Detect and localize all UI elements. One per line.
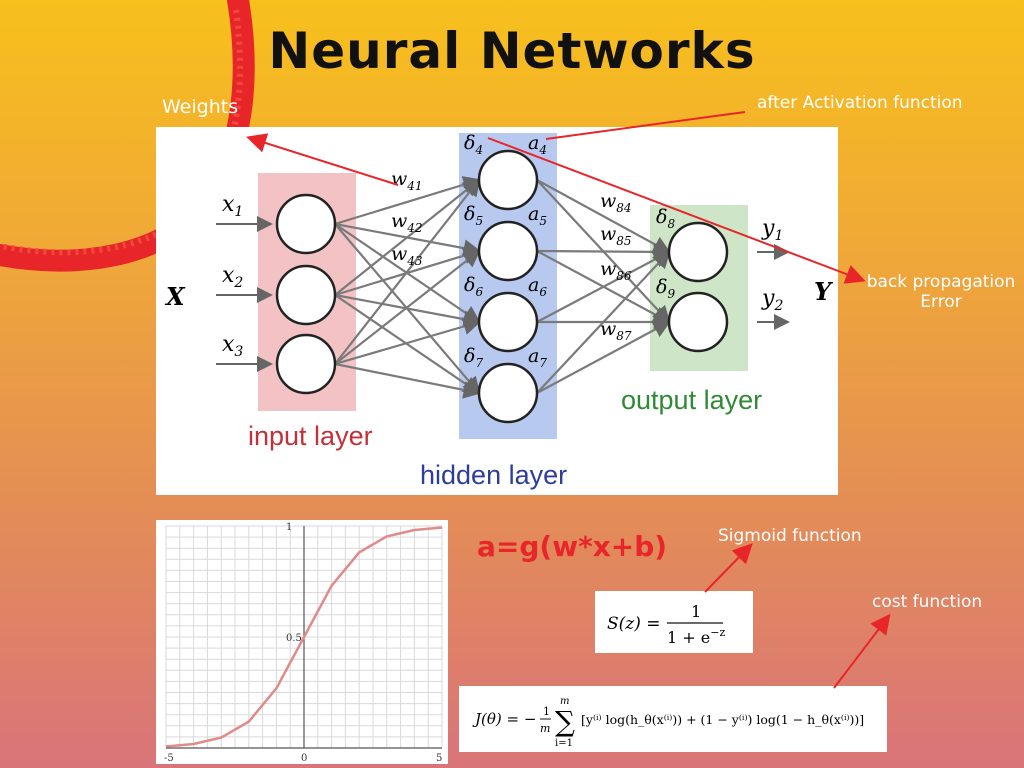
hidden-act-6: a6 [528,274,547,299]
output-neuron-9 [667,291,729,353]
edge-hidden-7-output-9 [536,320,671,394]
cost-lhs: J(θ) = − [472,710,536,728]
output-neuron-8 [667,221,729,283]
y-tick-label: 1 [286,522,292,533]
weight-87: w87 [600,318,632,343]
hidden-delta-7: δ7 [464,345,483,370]
x-tick-label: -5 [164,753,174,764]
weight-86: w86 [600,258,632,283]
edge-input-3-hidden-4 [334,178,481,365]
cost-formula-panel: J(θ) = − 1 m m ∑ i=1 [y⁽ⁱ⁾ log(h_θ(x⁽ⁱ⁾)… [459,686,887,752]
edge-input-3-hidden-7 [334,362,482,399]
cost-frac-den: m [540,722,550,735]
activation-annotation: after Activation function [757,93,963,113]
output-delta-9: δ9 [656,276,675,301]
hidden-neuron-4 [477,149,539,211]
edge-hidden-5-output-8 [536,243,672,261]
weight-41: w41 [391,168,423,193]
input-layer-label: input layer [248,421,373,451]
weight-84: w84 [600,190,632,215]
hidden-delta-5: δ5 [464,203,483,228]
sigmoid-graph-panel: -5 0 5 0.5 1 [156,520,448,764]
weight-43: w43 [391,243,423,268]
x-tick-label: 0 [301,753,307,764]
sigmoid-formula-panel: S(z) = 1 1 + e−z [595,591,753,653]
cost-sum-top: m [560,696,569,707]
sigmoid-formula: S(z) = 1 1 + e−z [607,602,725,647]
input-neuron-1 [275,193,337,255]
sigmoid-numerator: 1 [691,602,701,621]
sigmoid-graph: -5 0 5 0.5 1 [164,522,443,764]
cost-formula: J(θ) = − 1 m m ∑ i=1 [y⁽ⁱ⁾ log(h_θ(x⁽ⁱ⁾)… [472,696,864,749]
cost-body: [y⁽ⁱ⁾ log(h_θ(x⁽ⁱ⁾)) + (1 − y⁽ⁱ⁾) log(1 … [581,712,864,727]
sigmoid-lhs: S(z) = [607,614,661,634]
output-layer-label: output layer [621,385,762,415]
hidden-delta-6: δ6 [464,274,483,299]
cost-arrow [833,613,891,689]
output-label: Y [814,277,834,306]
edge-input-2-hidden-4 [334,178,481,296]
activation-equation: a=g(w*x+b) [477,530,668,563]
input-neuron-2 [275,264,337,326]
neural-network-panel: X Y x1 x2 x3 y1 y2 δ4 a4 δ5 a5 δ6 a6 δ7 … [156,127,838,495]
sigmoid-denominator: 1 + e−z [667,626,725,647]
y-tick-label: 0.5 [286,633,302,644]
hidden-act-7: a7 [528,345,547,370]
sigmoid-annotation: Sigmoid function [718,526,862,546]
input-x3: x3 [222,332,243,360]
output-y2: y2 [761,286,783,314]
x-tick-label: 5 [436,753,442,764]
sum-sign-icon: ∑ [555,705,575,738]
sigmoid-arrow [704,543,753,593]
hidden-neuron-7 [477,362,539,424]
edge-input-3-hidden-6 [334,317,482,366]
hidden-layer-label: hidden layer [420,460,567,490]
input-label: X [164,282,186,311]
slide-title: Neural Networks [268,22,756,80]
hidden-delta-4: δ4 [464,132,483,157]
backprop-line1: back propagation [866,272,1016,292]
sigmoid-curve [165,526,443,748]
output-y1: y1 [761,216,783,244]
hidden-neuron-6 [477,291,539,353]
neural-network-diagram: X Y x1 x2 x3 y1 y2 δ4 a4 δ5 a5 δ6 a6 δ7 … [164,132,834,490]
weight-42: w42 [391,210,423,235]
weight-85: w85 [600,223,632,248]
input-x2: x2 [222,263,243,291]
hidden-neuron-5 [477,220,539,282]
input-neuron-3 [275,333,337,395]
edge-input-3-hidden-5 [334,249,481,365]
cost-sum-bottom: i=1 [555,738,573,749]
cost-frac-num: 1 [543,705,550,718]
backprop-annotation: back propagation Error [866,272,1016,312]
backprop-line2: Error [920,292,962,312]
weights-annotation: Weights [162,96,239,118]
edge-input-1-hidden-4 [334,176,482,226]
cost-annotation: cost function [872,592,983,612]
input-x1: x1 [222,192,243,220]
